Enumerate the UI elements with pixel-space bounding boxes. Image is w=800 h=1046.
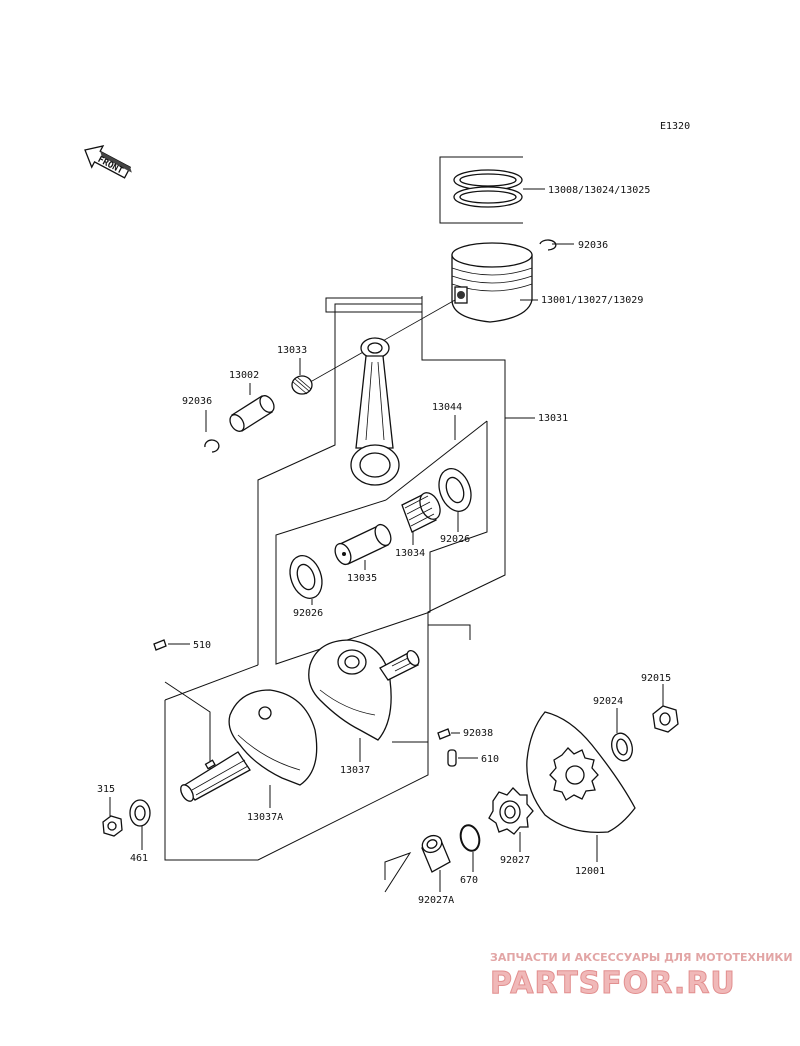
label-13031: 13031 bbox=[538, 413, 568, 424]
label-13037A: 13037A bbox=[247, 812, 283, 823]
circlip-left[interactable] bbox=[204, 410, 220, 453]
label-13037: 13037 bbox=[340, 765, 370, 776]
label-315: 315 bbox=[97, 784, 115, 795]
label-92036-top: 92036 bbox=[578, 240, 608, 251]
collar-92027A[interactable] bbox=[384, 833, 451, 893]
crank-half-left[interactable] bbox=[178, 689, 318, 808]
bearing-kit-frame bbox=[275, 415, 488, 665]
label-13034: 13034 bbox=[395, 548, 425, 559]
crankshaft-frame bbox=[164, 624, 471, 861]
washer-461[interactable] bbox=[129, 799, 151, 850]
label-92027: 92027 bbox=[500, 855, 530, 866]
label-461: 461 bbox=[130, 853, 148, 864]
watermark-tagline: ЗАПЧАСТИ И АКСЕССУАРЫ ДЛЯ МОТОТЕХНИКИ bbox=[490, 951, 793, 964]
label-92038: 92038 bbox=[463, 728, 493, 739]
woodruff-key-510[interactable] bbox=[153, 639, 190, 651]
nut-315[interactable] bbox=[102, 797, 123, 837]
piston[interactable] bbox=[451, 242, 538, 323]
front-arrow-icon: FRONT bbox=[84, 145, 132, 179]
crank-pin[interactable] bbox=[332, 522, 394, 570]
label-92027A: 92027A bbox=[418, 895, 454, 906]
label-670: 670 bbox=[460, 875, 478, 886]
connecting-rod[interactable] bbox=[350, 337, 400, 486]
label-92026-right: 92026 bbox=[440, 534, 470, 545]
label-92026-left: 92026 bbox=[293, 608, 323, 619]
washer-92024[interactable] bbox=[609, 708, 636, 763]
label-92036-left: 92036 bbox=[182, 396, 212, 407]
piston-rings[interactable] bbox=[439, 156, 545, 224]
label-13035: 13035 bbox=[347, 573, 377, 584]
diagram-code: E1320 bbox=[660, 121, 690, 132]
small-end-bearing[interactable] bbox=[291, 358, 313, 395]
nut-92015[interactable] bbox=[652, 684, 679, 733]
label-12001: 12001 bbox=[575, 866, 605, 877]
circlip-top[interactable] bbox=[539, 239, 574, 251]
label-92024: 92024 bbox=[593, 696, 623, 707]
label-610: 610 bbox=[481, 754, 499, 765]
pin-610[interactable] bbox=[447, 749, 478, 767]
watermark: ЗАПЧАСТИ И АКСЕССУАРЫ ДЛЯ МОТОТЕХНИКИ PA… bbox=[490, 951, 793, 1002]
thrust-washer-left[interactable] bbox=[284, 551, 327, 605]
label-510: 510 bbox=[193, 640, 211, 651]
label-13001: 13001/13027/13029 bbox=[541, 295, 643, 306]
watermark-brand: PARTSFOR.RU bbox=[490, 966, 736, 1001]
thrust-washer-right[interactable] bbox=[433, 464, 476, 532]
gear-92027[interactable] bbox=[488, 787, 534, 852]
rotor-plate-12001[interactable] bbox=[526, 711, 636, 862]
crank-half-right[interactable] bbox=[308, 639, 422, 762]
label-92015: 92015 bbox=[641, 673, 671, 684]
piston-pin[interactable] bbox=[227, 383, 277, 434]
big-end-bearing[interactable] bbox=[401, 490, 444, 545]
o-ring-670[interactable] bbox=[458, 823, 482, 872]
label-13002: 13002 bbox=[229, 370, 259, 381]
key-92038[interactable] bbox=[437, 728, 460, 740]
label-13008: 13008/13024/13025 bbox=[548, 185, 650, 196]
label-13033: 13033 bbox=[277, 345, 307, 356]
label-13044: 13044 bbox=[432, 402, 462, 413]
